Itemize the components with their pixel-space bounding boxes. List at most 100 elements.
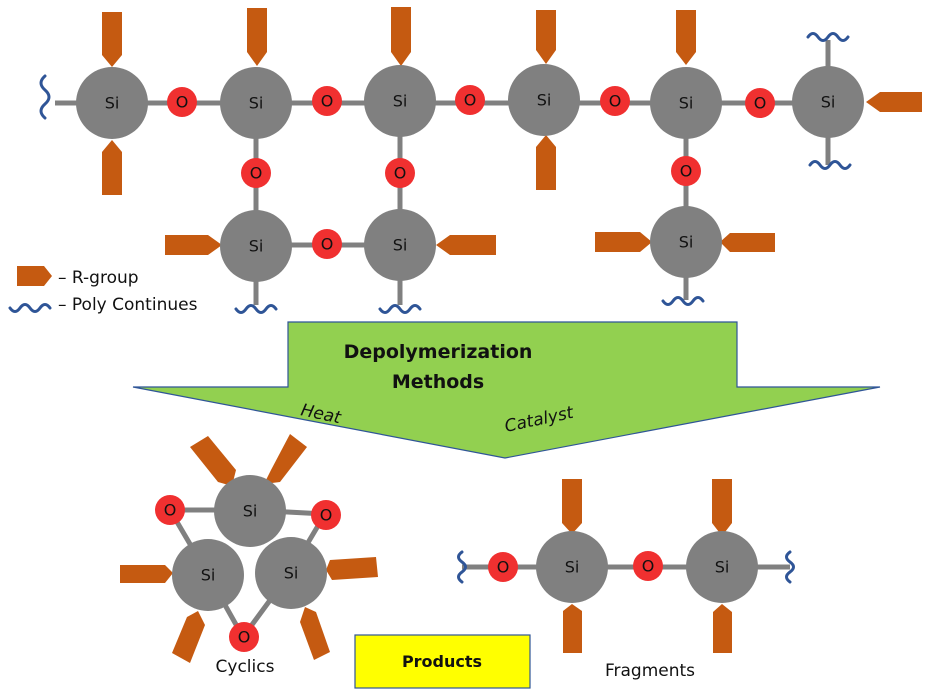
- r-group-icon: [300, 607, 330, 660]
- r-group-icon: [720, 233, 775, 252]
- r-group-icon: [536, 135, 556, 190]
- poly-continues-icon: [661, 296, 705, 306]
- silicon-label: Si: [284, 564, 299, 583]
- oxygen-atom: [600, 86, 630, 116]
- r-group-icon: [172, 611, 205, 663]
- oxygen-atoms: [155, 85, 775, 652]
- silicon-label: Si: [679, 233, 694, 252]
- legend-r-group-icon: [17, 266, 52, 286]
- oxygen-atom: [385, 158, 415, 188]
- legend: – R-group – Poly Continues: [58, 268, 198, 315]
- silicon-atom: [364, 209, 436, 281]
- r-group-icon: [102, 12, 122, 67]
- oxygen-label: O: [497, 558, 510, 577]
- r-groups: [17, 7, 922, 663]
- silicon-atom: [255, 537, 327, 609]
- silicon-label: Si: [715, 558, 730, 577]
- oxygen-label: O: [754, 94, 767, 113]
- oxygen-atom: [229, 622, 259, 652]
- poly-continues-icon: [785, 550, 795, 584]
- arrow-title-line1: Depolymerization: [344, 341, 533, 363]
- poly-continues-icon: [39, 74, 51, 120]
- silicon-atom: [364, 65, 436, 137]
- silicon-atom: [172, 539, 244, 611]
- silicon-label: Si: [105, 94, 120, 113]
- poly-continues-icon: [457, 550, 467, 584]
- r-group-icon: [326, 557, 378, 580]
- arrow-title-line2: Methods: [392, 371, 484, 393]
- products-box: Products: [354, 634, 531, 689]
- r-group-icon: [676, 10, 696, 65]
- oxygen-label: O: [321, 92, 334, 111]
- r-group-icon: [247, 8, 267, 66]
- oxygen-label: O: [609, 92, 622, 111]
- silicon-label: Si: [565, 558, 580, 577]
- silicon-label: Si: [393, 236, 408, 255]
- oxygen-atom: [671, 156, 701, 186]
- silicon-atom: [650, 206, 722, 278]
- oxygen-atom: [455, 85, 485, 115]
- oxygen-label: O: [320, 506, 333, 525]
- legend-poly-continues-label: – Poly Continues: [58, 295, 198, 315]
- silicon-label: Si: [201, 566, 216, 585]
- silicon-label: Si: [679, 94, 694, 113]
- oxygen-atom: [488, 552, 518, 582]
- poly-continues-markers: [8, 32, 852, 584]
- oxygen-atom: [633, 551, 663, 581]
- oxygen-label: O: [642, 557, 655, 576]
- oxygen-label: O: [394, 164, 407, 183]
- products-box-rect: [354, 634, 531, 689]
- silicon-atom: [650, 67, 722, 139]
- oxygen-label: O: [321, 235, 334, 254]
- products-label: Products: [402, 652, 482, 671]
- fragments-caption: Fragments: [605, 661, 695, 681]
- poly-continues-icon: [808, 160, 852, 170]
- r-group-icon: [562, 479, 582, 534]
- oxygen-label: O: [680, 162, 693, 181]
- silicon-atom: [214, 475, 286, 547]
- r-group-icon: [536, 10, 556, 64]
- silicon-atom: [76, 67, 148, 139]
- legend-poly-continues-icon: [8, 303, 52, 313]
- poly-continues-icon: [378, 304, 422, 314]
- oxygen-atom: [312, 86, 342, 116]
- cyclics-caption: Cyclics: [216, 657, 275, 677]
- depolymerization-arrow: Depolymerization Methods Heat Catalyst: [132, 321, 881, 459]
- silicon-atom: [792, 66, 864, 138]
- silicon-label: Si: [393, 92, 408, 111]
- r-group-icon: [866, 92, 922, 112]
- oxygen-atom: [311, 500, 341, 530]
- oxygen-label: O: [464, 91, 477, 110]
- oxygen-label: O: [250, 164, 263, 183]
- poly-continues-icon: [234, 304, 278, 314]
- oxygen-atom: [312, 229, 342, 259]
- oxygen-label: O: [164, 501, 177, 520]
- oxygen-label: O: [238, 628, 251, 647]
- silicon-atom: [686, 531, 758, 603]
- r-group-icon: [713, 604, 732, 653]
- silicon-atom: [220, 210, 292, 282]
- silicon-label: Si: [537, 91, 552, 110]
- r-group-icon: [436, 235, 496, 255]
- oxygen-atom: [745, 88, 775, 118]
- silicon-label: Si: [243, 502, 258, 521]
- r-group-icon: [563, 604, 582, 653]
- legend-r-group-label: – R-group: [58, 268, 139, 288]
- oxygen-atom: [167, 87, 197, 117]
- oxygen-atom: [155, 495, 185, 525]
- r-group-icon: [190, 436, 236, 486]
- silicon-label: Si: [249, 94, 264, 113]
- r-group-icon: [264, 434, 307, 484]
- oxygen-atom: [241, 158, 271, 188]
- r-group-icon: [120, 565, 173, 583]
- silicon-atoms: [76, 64, 864, 611]
- oxygen-label: O: [176, 93, 189, 112]
- silicon-label: Si: [249, 237, 264, 256]
- arrow-shape: [132, 321, 881, 459]
- silicon-atom: [508, 64, 580, 136]
- r-group-icon: [391, 7, 411, 66]
- r-group-icon: [595, 232, 652, 252]
- r-group-icon: [165, 235, 222, 255]
- poly-continues-icon: [806, 32, 850, 42]
